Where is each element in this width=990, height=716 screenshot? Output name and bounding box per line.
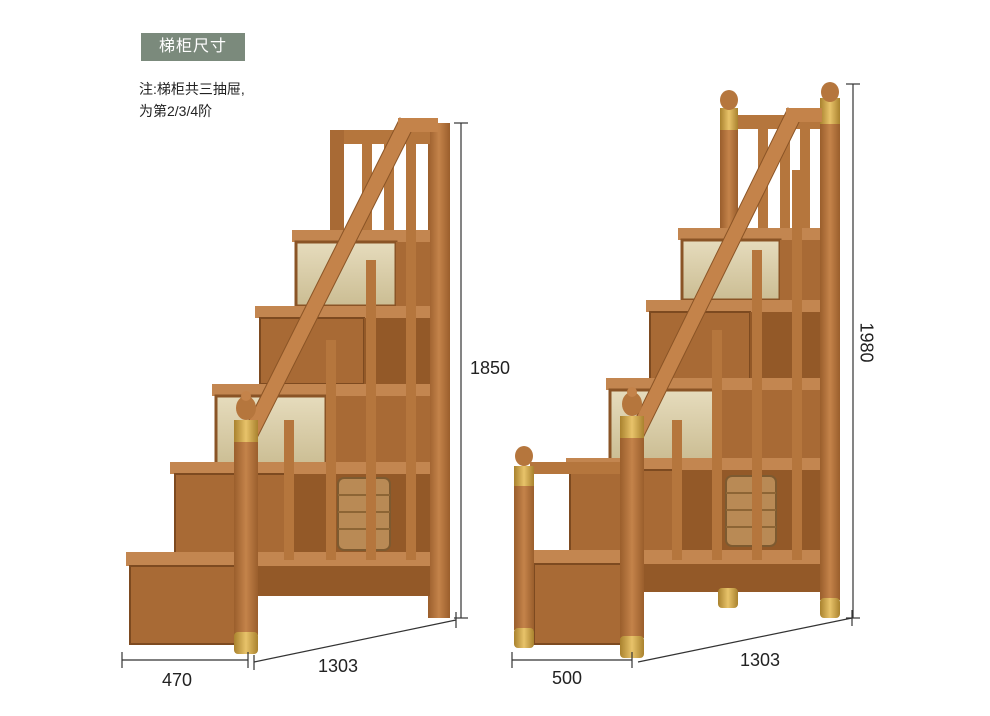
note-line-2: 为第2/3/4阶: [139, 103, 213, 119]
right-length-label: 1303: [740, 650, 781, 670]
drawer-note: 注:梯柜共三抽屉, 为第2/3/4阶: [139, 78, 245, 122]
left-depth-label: 470: [162, 670, 193, 690]
section-title-badge: 梯柜尺寸: [141, 33, 245, 61]
dimension-lines: [121, 83, 860, 670]
right-depth-label: 500: [552, 668, 583, 688]
right-height-label: 1980: [856, 322, 877, 363]
left-height-label: 1850: [470, 358, 511, 378]
left-staircase-cabinet: [126, 117, 450, 654]
right-staircase-cabinet: [514, 82, 840, 658]
note-line-1: 注:梯柜共三抽屉,: [139, 81, 245, 97]
left-length-label: 1303: [318, 656, 359, 676]
